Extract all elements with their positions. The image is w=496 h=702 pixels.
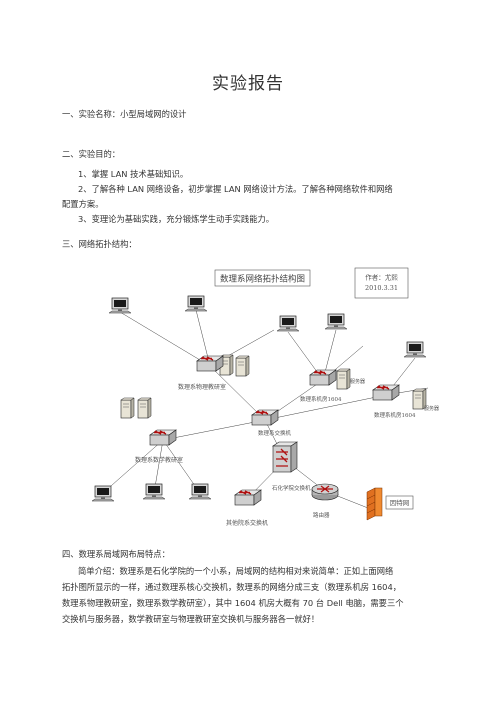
author-date: 2010.3.31	[365, 284, 398, 292]
section-2-heading: 二、实验目的：	[62, 149, 121, 159]
goal-2-line1: 2、了解各种 LAN 网络设备，初步掌握 LAN 网络设计方法。了解各种网络软件…	[78, 184, 393, 194]
paragraph-line-4: 交换机与服务器，数学教研室与物理教研室交换机与服务器各一就好！	[62, 614, 320, 624]
author-box	[354, 267, 409, 299]
router-label: 路由器	[313, 511, 330, 519]
campus-switch-icon	[272, 441, 298, 473]
math-switch-icon	[149, 429, 177, 446]
goal-2-line2: 配置方案。	[62, 199, 104, 209]
section-4-heading: 四、数理系局域网布局特点：	[62, 549, 170, 559]
physics-label: 数理系物理教研室	[178, 383, 226, 391]
router-icon	[311, 483, 339, 501]
section-3-heading: 三、网络拓扑结构：	[62, 239, 137, 249]
other-switch-icon	[234, 489, 262, 506]
section-1-heading: 一、实验名称：小型局域网的设计	[62, 109, 187, 119]
lab-server-label: 服务器	[350, 378, 365, 385]
math-label: 数理系数学教研室	[135, 456, 183, 464]
lab1604-2-label: 数理系机房1604	[374, 411, 416, 419]
physics-server-icon	[235, 355, 250, 377]
campus-switch-label: 石化学院交换机	[272, 484, 311, 492]
lab2-switch-icon	[372, 384, 400, 401]
physics-pc-icon	[108, 297, 132, 314]
goal-1: 1、掌握 LAN 技术基础知识。	[78, 169, 189, 179]
math-server-icon	[120, 397, 135, 419]
lab2-server-label: 服务器	[424, 405, 439, 412]
lab-server-icon	[336, 368, 351, 390]
lab2-pc-icon	[403, 341, 427, 358]
goal-3: 3、变理论为基础实践，充分锻炼学生动手实践能力。	[78, 214, 275, 224]
math-pc-icon	[142, 483, 166, 500]
paragraph-line-2: 拓扑图所显示的一样，通过数理系核心交换机，数理系的网络分成三支（数理系机房 16…	[62, 582, 402, 592]
diagram-title-box	[214, 269, 311, 287]
firewall-icon	[366, 487, 383, 521]
paragraph-line-3: 数理系物理教研室，数理系数学教研室），其中 1604 机房大概有 70 台 De…	[62, 598, 404, 608]
math-pc-icon	[188, 483, 212, 500]
lab-switch-icon	[309, 369, 337, 386]
physics-switch-icon	[196, 355, 224, 372]
internet-box	[385, 495, 414, 510]
physics-pc-icon	[184, 295, 208, 312]
internet-label: 因特网	[390, 498, 410, 507]
other-switch-label: 其他院系交换机	[226, 519, 268, 527]
network-topology-diagram: 数理系网络拓扑结构图 作者：尤熙 2010.3.31 服务器 服务器	[88, 258, 448, 536]
lab-pc-icon	[324, 313, 348, 330]
lab-pc-icon	[276, 315, 300, 332]
diagram-title: 数理系网络拓扑结构图	[220, 274, 305, 285]
author-name: 作者：尤熙	[365, 273, 398, 282]
math-server-icon	[137, 397, 152, 419]
core-switch-icon	[251, 409, 279, 426]
math-pc-icon	[91, 485, 115, 502]
core-switch-label: 数理系交换机	[258, 429, 292, 437]
lab1604-label: 数理系机房1604	[300, 395, 342, 403]
paragraph-line-1: 简单介绍：数理系是石化学院的一个小系，局域网的结构相对来说简单：正如上面网络	[78, 566, 394, 576]
report-title: 实验报告	[212, 74, 284, 94]
